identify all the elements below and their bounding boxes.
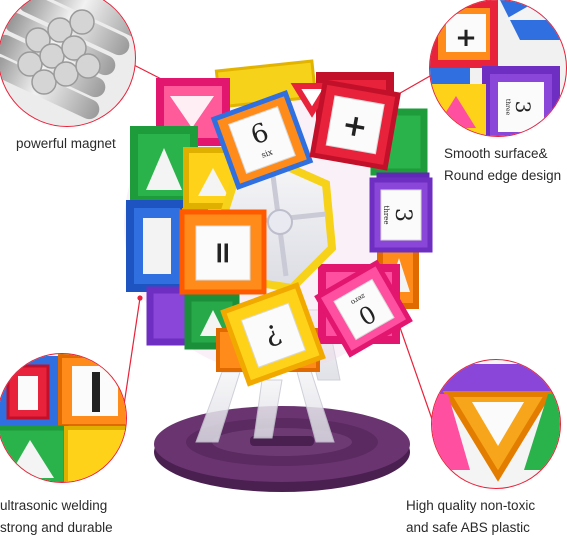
caption-line: strong and durable: [0, 520, 113, 535]
tile-equals-symbol: =: [205, 240, 240, 265]
tile-six-word: six: [260, 147, 274, 159]
ferris-wheel: 6 six + 3 three = ?: [124, 59, 433, 387]
callout-caption-powerful-magnet: powerful magnet: [16, 133, 116, 155]
tile-three: 3 three: [369, 177, 433, 253]
tile-three-symbol: 3: [390, 208, 415, 222]
tile-three-word: three: [382, 206, 390, 225]
tile-plus: +: [309, 79, 401, 171]
tile-weld-closeup-icon: [0, 353, 127, 483]
triangle-tile-closeup-icon: [431, 359, 561, 489]
tile-six: 6 six: [210, 89, 314, 191]
tile-equals: =: [179, 209, 267, 295]
caption-line: powerful magnet: [16, 136, 116, 151]
tile-plus-symbol: +: [340, 107, 371, 146]
tile-zero: 0 zero: [314, 259, 413, 358]
corner-tile-plus-symbol: +: [455, 23, 477, 53]
tile-question: ?: [220, 282, 326, 387]
caption-line: and safe ABS plastic: [406, 520, 530, 535]
purple-base: [154, 406, 410, 492]
tile-edge-closeup-icon: + 3 three: [429, 0, 567, 137]
corner-tile-three-word: three: [504, 99, 511, 116]
magnet-cylinders-icon: [0, 0, 136, 127]
callout-caption-ultrasonic-welding: ultrasonic welding strong and durable: [0, 495, 113, 539]
callout-caption-abs-plastic: High quality non-toxic and safe ABS plas…: [406, 495, 535, 539]
corner-tile-three-symbol: 3: [511, 101, 535, 114]
caption-line: ultrasonic welding: [0, 498, 108, 513]
callout-caption-smooth-surface: Smooth surface& Round edge design: [444, 143, 561, 187]
caption-line: High quality non-toxic: [406, 498, 536, 513]
caption-line: Smooth surface&: [444, 146, 548, 161]
caption-line: Round edge design: [444, 168, 562, 183]
